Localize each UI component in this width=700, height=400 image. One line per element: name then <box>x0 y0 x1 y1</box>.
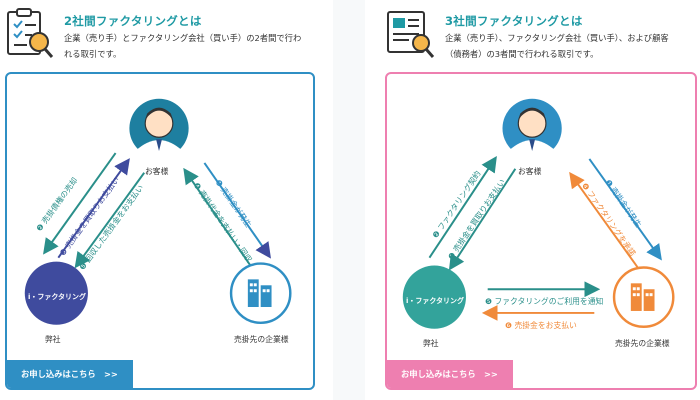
step-6-label: ❻ 売掛金をお支払い <box>505 321 577 330</box>
company-node-text: i・ファクタリング <box>405 297 465 305</box>
step-5-text: ファクタリングのご利用を通知 <box>494 297 604 306</box>
two-party-description: 企業（売り手）とファクタリング会社（買い手）の2者間で行わ れる取引です。 <box>64 30 301 62</box>
apply-button-three-party[interactable]: お申し込みはこちら >> <box>387 360 513 388</box>
two-party-desc-line2: れる取引です。 <box>64 49 122 59</box>
three-party-desc-line1: 企業（売り手）、ファクタリング会社（買い手）、および顧客 <box>445 33 669 43</box>
customer-avatar <box>129 98 189 158</box>
customer-label: お客様 <box>518 167 542 176</box>
document-magnifier-icon <box>387 11 435 58</box>
debtor-node <box>229 262 292 325</box>
company-label: 弊社 <box>423 339 439 348</box>
two-party-diagram-frame: ❷ 売掛債権の売却 ❸ 売掛金を買取りお支払い ❺ 回収した売掛金をお支払い ❶… <box>5 72 315 390</box>
apply-button-two-party[interactable]: お申し込みはこちら >> <box>7 360 133 388</box>
clipboard-magnifier-icon <box>7 8 54 58</box>
three-party-diagram-frame: ❷ ファクタリング契約 ❸ 売掛金を買取りお支払い ❶ 売掛金が発生 ❹ ファク… <box>385 72 697 390</box>
debtor-label: 売掛先の企業様 <box>615 339 670 348</box>
company-node-text: i・ファクタリング <box>27 293 87 301</box>
step-6-text: 売掛金をお支払い <box>514 321 577 330</box>
customer-label: お客様 <box>145 167 169 176</box>
three-party-title: 3社間ファクタリングとは <box>445 14 583 28</box>
company-node <box>402 265 466 329</box>
company-label: 弊社 <box>45 335 61 344</box>
company-node <box>24 261 88 325</box>
customer-avatar <box>502 98 562 158</box>
three-party-desc-line2: （債務者）の3者間で行われる取引です。 <box>445 49 599 59</box>
debtor-node <box>612 266 675 328</box>
two-party-title: 2社間ファクタリングとは <box>64 14 202 28</box>
three-party-description: 企業（売り手）、ファクタリング会社（買い手）、および顧客 （債務者）の3者間で行… <box>445 30 669 62</box>
three-party-panel: 3社間ファクタリングとは 企業（売り手）、ファクタリング会社（買い手）、および顧… <box>365 0 700 400</box>
panel-divider <box>333 0 365 400</box>
debtor-label: 売掛先の企業様 <box>234 335 289 344</box>
two-party-desc-line1: 企業（売り手）とファクタリング会社（買い手）の2者間で行わ <box>64 33 302 43</box>
two-party-panel: 2社間ファクタリングとは 企業（売り手）とファクタリング会社（買い手）の2者間で… <box>0 0 333 400</box>
three-party-flow-diagram <box>402 98 675 329</box>
step-5-label: ❺ ファクタリングのご利用を通知 <box>485 297 604 306</box>
two-party-flow-diagram <box>24 98 292 325</box>
